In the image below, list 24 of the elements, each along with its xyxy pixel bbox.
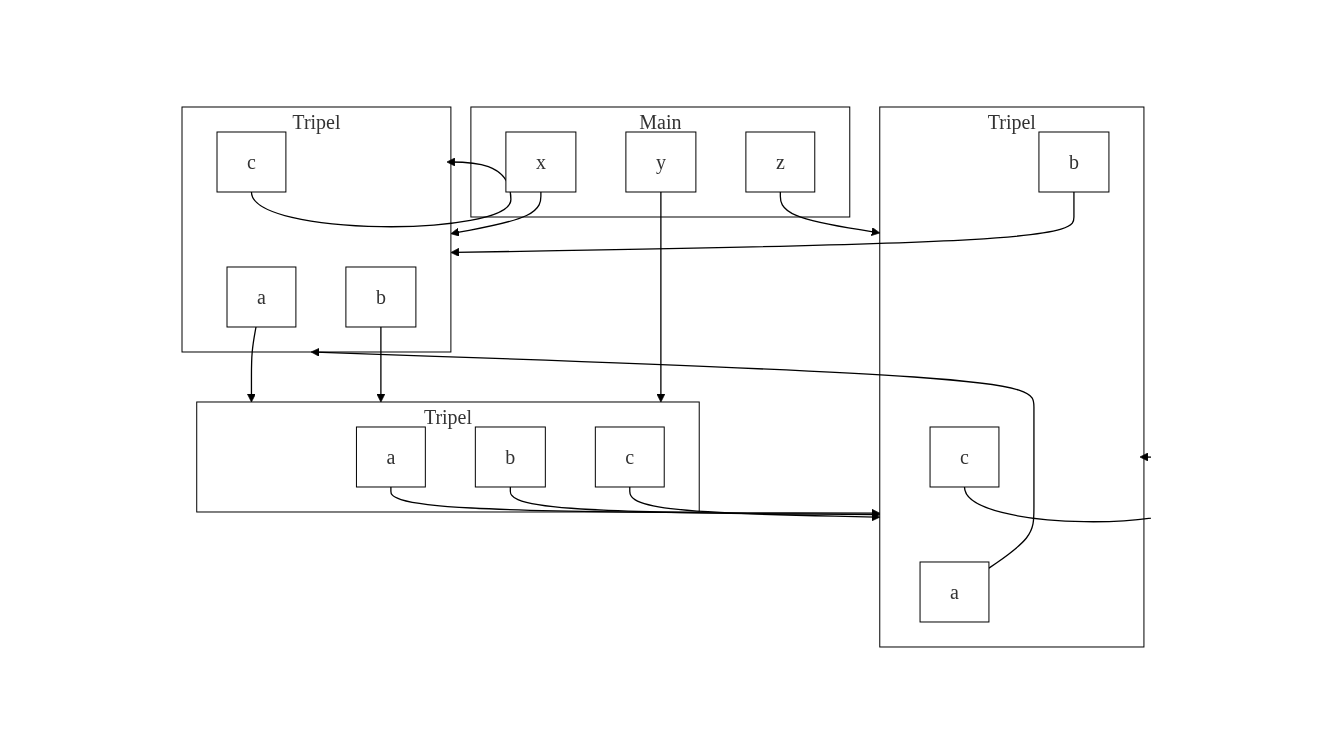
node-box: z bbox=[744, 131, 815, 192]
node-box: a bbox=[226, 266, 296, 327]
arrow bbox=[628, 485, 880, 521]
node-box: c bbox=[594, 426, 665, 487]
arrow bbox=[246, 325, 257, 402]
node-box: a bbox=[919, 561, 989, 622]
node-box: x bbox=[504, 131, 576, 192]
arrow bbox=[779, 190, 880, 236]
node-box: y bbox=[624, 131, 696, 192]
node-box: b bbox=[474, 426, 546, 487]
arrow bbox=[310, 347, 1035, 569]
node-box: c bbox=[929, 426, 999, 487]
arrow bbox=[376, 325, 385, 402]
node-box: c bbox=[216, 131, 286, 192]
arrow bbox=[250, 157, 512, 227]
node-box: a bbox=[355, 426, 426, 487]
arrow bbox=[963, 452, 1152, 522]
arrow bbox=[509, 485, 880, 519]
arrow bbox=[450, 190, 542, 236]
node-box: b bbox=[1037, 131, 1109, 192]
arrow bbox=[656, 190, 665, 402]
arrow bbox=[450, 190, 1075, 257]
node-box: b bbox=[344, 266, 416, 327]
arrow bbox=[389, 485, 880, 518]
